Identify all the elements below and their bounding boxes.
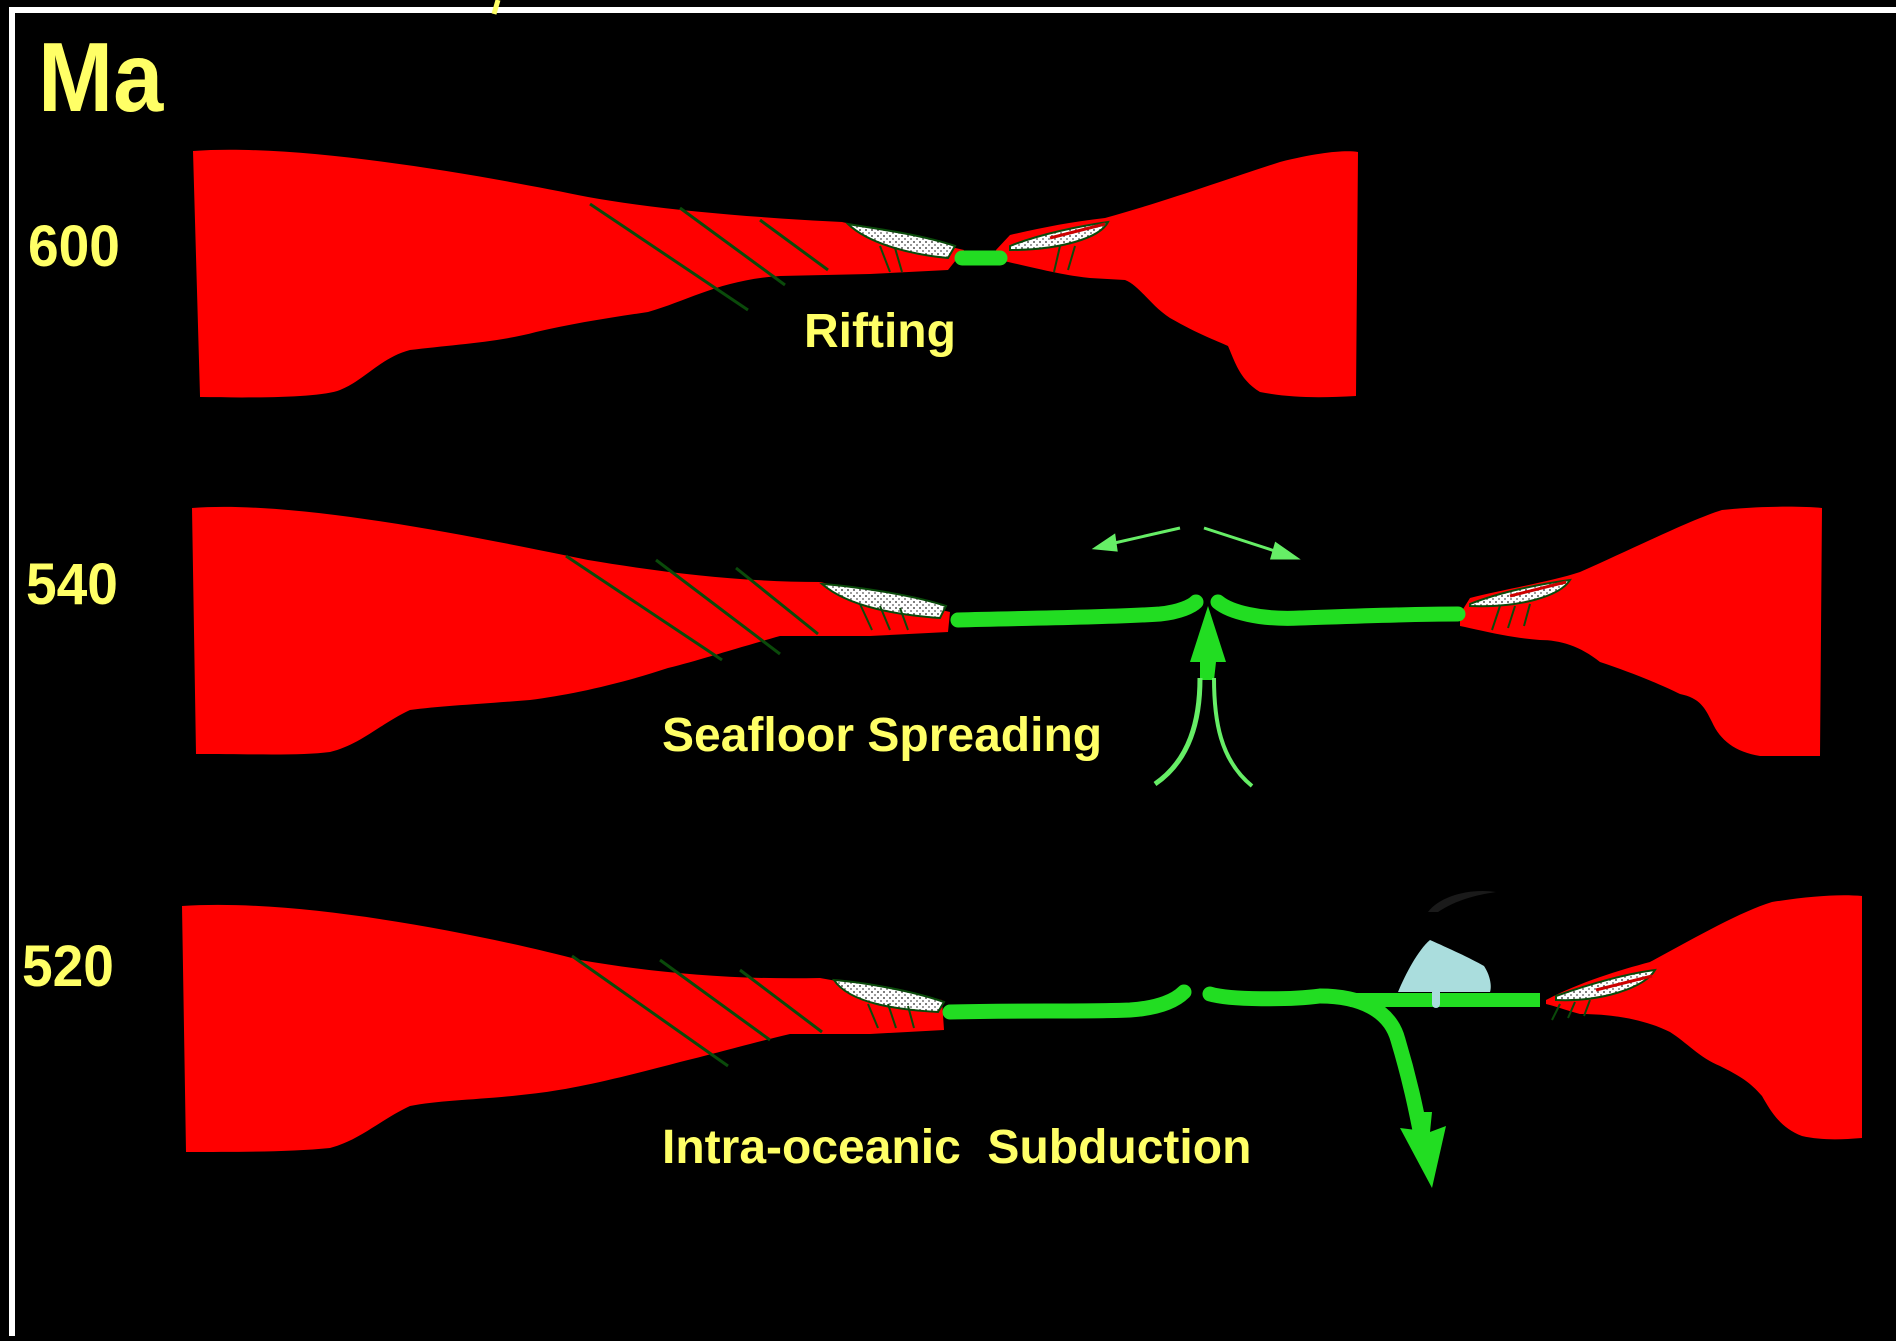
subduction-arrow-icon (1400, 1112, 1446, 1188)
continental-crust-left (182, 905, 944, 1152)
age-unit-label: Ma (38, 28, 163, 126)
age-label-600: 600 (28, 218, 120, 276)
spreading-direction-arrows (1096, 528, 1296, 558)
continental-crust-right (996, 151, 1358, 397)
continental-crust-right (1546, 895, 1862, 1139)
rifting-cross-section (193, 150, 1358, 398)
stage-label-rifting: Rifting (804, 308, 956, 356)
continental-crust-left (193, 150, 964, 398)
age-label-540: 540 (26, 556, 118, 614)
volcanic-arc (1398, 940, 1491, 992)
stage-label-intra-oceanic-subduction: Intra-oceanic Subduction (662, 1124, 1251, 1172)
stage-label-seafloor-spreading: Seafloor Spreading (662, 712, 1102, 760)
oceanic-crust-left (958, 602, 1196, 620)
age-label-520: 520 (22, 938, 114, 996)
continental-crust-right (1460, 507, 1822, 756)
upwelling-arrow-icon (1190, 606, 1226, 680)
oceanic-crust-right (1218, 602, 1458, 618)
upwelling-flow-left (1155, 678, 1200, 784)
oceanic-crust-left (950, 992, 1184, 1012)
volcanic-plume (1428, 891, 1496, 912)
oceanic-crust-right (1210, 994, 1420, 1130)
upwelling-flow-right (1214, 678, 1252, 786)
